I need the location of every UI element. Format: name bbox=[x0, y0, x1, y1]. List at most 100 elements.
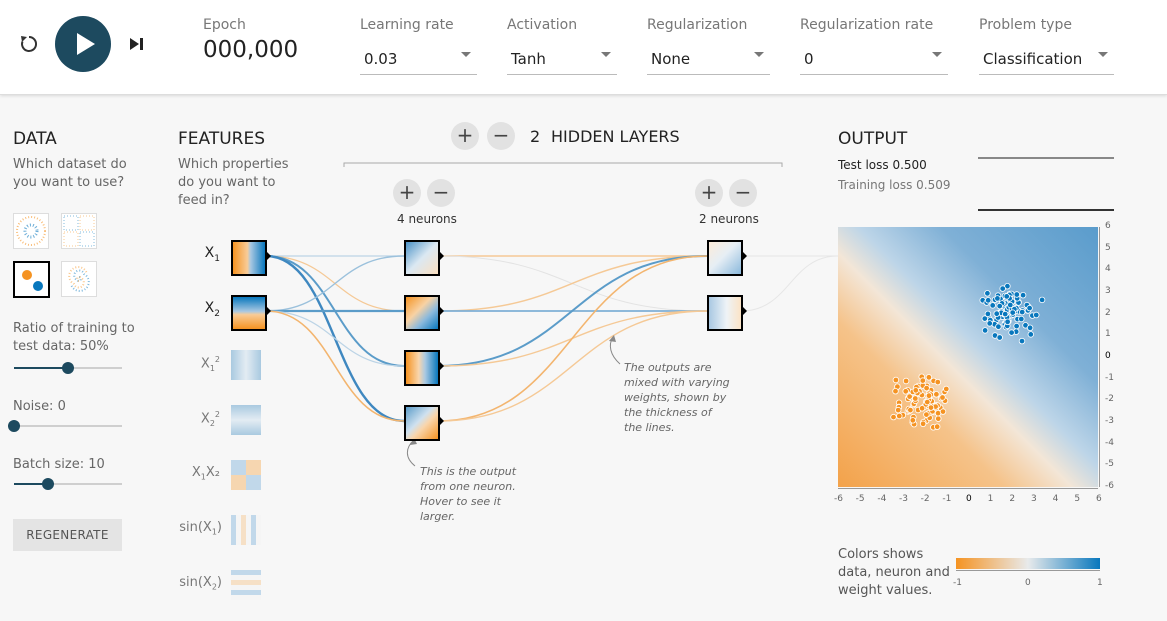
x-tick-label: 0 bbox=[966, 494, 972, 504]
ratio-label-line: Ratio of training to bbox=[13, 321, 135, 336]
data-point bbox=[994, 295, 1001, 302]
link[interactable] bbox=[437, 255, 708, 312]
remove-neuron-layer2-button[interactable]: − bbox=[729, 179, 757, 207]
feature-label-sin-x2: sin(X2) bbox=[179, 575, 222, 592]
link[interactable] bbox=[265, 310, 405, 367]
y-tick-label: -1 bbox=[1105, 372, 1114, 383]
annotation-arrowhead bbox=[609, 335, 616, 342]
legend-tick-max: 1 bbox=[1097, 578, 1103, 588]
problem-type-select[interactable]: Classification bbox=[979, 44, 1114, 75]
link[interactable] bbox=[265, 255, 405, 312]
data-point bbox=[989, 302, 996, 309]
regularization-rate-select[interactable]: 0 bbox=[800, 44, 948, 75]
noise-slider-knob[interactable] bbox=[8, 420, 20, 432]
data-point bbox=[1001, 310, 1009, 318]
x-tick-label: -6 bbox=[834, 494, 843, 504]
features-desc-line: Which properties bbox=[178, 157, 289, 172]
ratio-slider[interactable] bbox=[14, 362, 122, 374]
regularization-select[interactable]: None bbox=[647, 44, 770, 75]
link[interactable] bbox=[265, 310, 405, 422]
batch-size-slider-knob[interactable] bbox=[42, 478, 54, 490]
scatter-plot bbox=[890, 283, 1046, 431]
annotation-line: Hover to see it bbox=[420, 495, 501, 508]
legend-tick-mid: 0 bbox=[1025, 578, 1031, 588]
layer-count: 2 bbox=[530, 127, 541, 146]
neuron-l1-1[interactable] bbox=[404, 240, 440, 276]
dataset-spiral-thumb[interactable] bbox=[61, 261, 97, 297]
feature-node-x1x2[interactable] bbox=[231, 460, 261, 490]
layer1-neuron-count: 4 neurons bbox=[397, 212, 457, 226]
feature-node-x2-squared[interactable] bbox=[231, 405, 261, 435]
ratio-slider-knob[interactable] bbox=[62, 362, 74, 374]
feature-node-sin-x2[interactable] bbox=[231, 570, 261, 600]
feature-label-x2-squared: X22 bbox=[200, 410, 220, 428]
link[interactable] bbox=[265, 255, 405, 367]
test-loss: Test loss 0.500 bbox=[838, 158, 927, 172]
regenerate-button[interactable]: REGENERATE bbox=[13, 519, 122, 551]
y-tick-label: 3 bbox=[1105, 286, 1111, 296]
neuron-l2-1[interactable] bbox=[707, 240, 743, 276]
link[interactable] bbox=[437, 310, 708, 367]
link[interactable] bbox=[264, 254, 406, 423]
activation-value: Tanh bbox=[511, 50, 546, 68]
neuron-l1-4[interactable] bbox=[404, 405, 440, 441]
data-point bbox=[1018, 337, 1026, 345]
add-neuron-layer1-button[interactable]: + bbox=[393, 179, 421, 207]
link[interactable] bbox=[437, 255, 708, 312]
add-layer-button[interactable]: + bbox=[451, 122, 479, 150]
activation-select[interactable]: Tanh bbox=[507, 44, 617, 75]
data-point bbox=[984, 290, 991, 297]
play-button[interactable] bbox=[55, 16, 111, 72]
remove-neuron-layer1-button[interactable]: − bbox=[427, 179, 455, 207]
data-point bbox=[902, 377, 910, 385]
chevron-down-icon bbox=[754, 52, 764, 57]
neuron-l1-3[interactable] bbox=[404, 350, 440, 386]
feature-node-x1-squared[interactable] bbox=[231, 350, 261, 380]
feature-node-sin-x1[interactable] bbox=[231, 515, 261, 545]
neuron-l1-2[interactable] bbox=[404, 295, 440, 331]
legend-tick-min: -1 bbox=[953, 578, 962, 588]
data-point bbox=[933, 423, 941, 430]
dataset-circle-thumb[interactable] bbox=[13, 213, 49, 249]
data-point bbox=[919, 420, 927, 427]
x-tick-label: -4 bbox=[877, 494, 887, 504]
y-tick-label: -5 bbox=[1105, 459, 1114, 470]
weights-annotation: The outputs are mixed with varying weigh… bbox=[624, 360, 730, 435]
noise-slider[interactable] bbox=[8, 420, 122, 432]
x-axis-line bbox=[838, 488, 1098, 489]
x-tick-label: 2 bbox=[1009, 494, 1016, 504]
data-point bbox=[939, 408, 947, 415]
data-point bbox=[935, 415, 942, 422]
remove-layer-button[interactable]: − bbox=[487, 122, 515, 150]
feature-label-x1-squared: X12 bbox=[200, 355, 220, 373]
link[interactable] bbox=[437, 255, 708, 367]
data-point bbox=[993, 310, 1000, 317]
add-neuron-layer2-button[interactable]: + bbox=[695, 179, 723, 207]
problem-type-value: Classification bbox=[983, 50, 1083, 68]
neuron-annotation: This is the output from one neuron. Hove… bbox=[420, 464, 516, 524]
dataset-gaussian-thumb[interactable] bbox=[13, 261, 50, 298]
node-output-arrow bbox=[439, 361, 444, 371]
link[interactable] bbox=[265, 255, 405, 312]
data-point bbox=[1026, 324, 1034, 331]
x-tick-label: -2 bbox=[920, 494, 930, 504]
data-point bbox=[981, 315, 988, 322]
neuron-l2-2[interactable] bbox=[707, 295, 743, 331]
y-tick-label: 1 bbox=[1105, 329, 1111, 340]
x-tick-label: -1 bbox=[942, 494, 952, 504]
problem-type-label: Problem type bbox=[979, 17, 1072, 33]
reset-icon[interactable] bbox=[18, 33, 40, 55]
link[interactable] bbox=[740, 255, 839, 312]
step-icon[interactable] bbox=[128, 36, 146, 52]
chevron-down-icon bbox=[461, 52, 471, 57]
batch-size-slider[interactable] bbox=[14, 478, 122, 490]
learning-rate-select[interactable]: 0.03 bbox=[360, 44, 477, 75]
data-point bbox=[1033, 311, 1040, 319]
dataset-xor-thumb[interactable] bbox=[61, 213, 97, 249]
annotation-line: the lines. bbox=[624, 421, 675, 434]
feature-node-x1[interactable] bbox=[231, 240, 267, 276]
data-point bbox=[1003, 293, 1010, 300]
output-heatmap[interactable] bbox=[838, 227, 1098, 487]
data-desc-line: Which dataset do bbox=[13, 157, 127, 172]
feature-node-x2[interactable] bbox=[231, 295, 267, 331]
